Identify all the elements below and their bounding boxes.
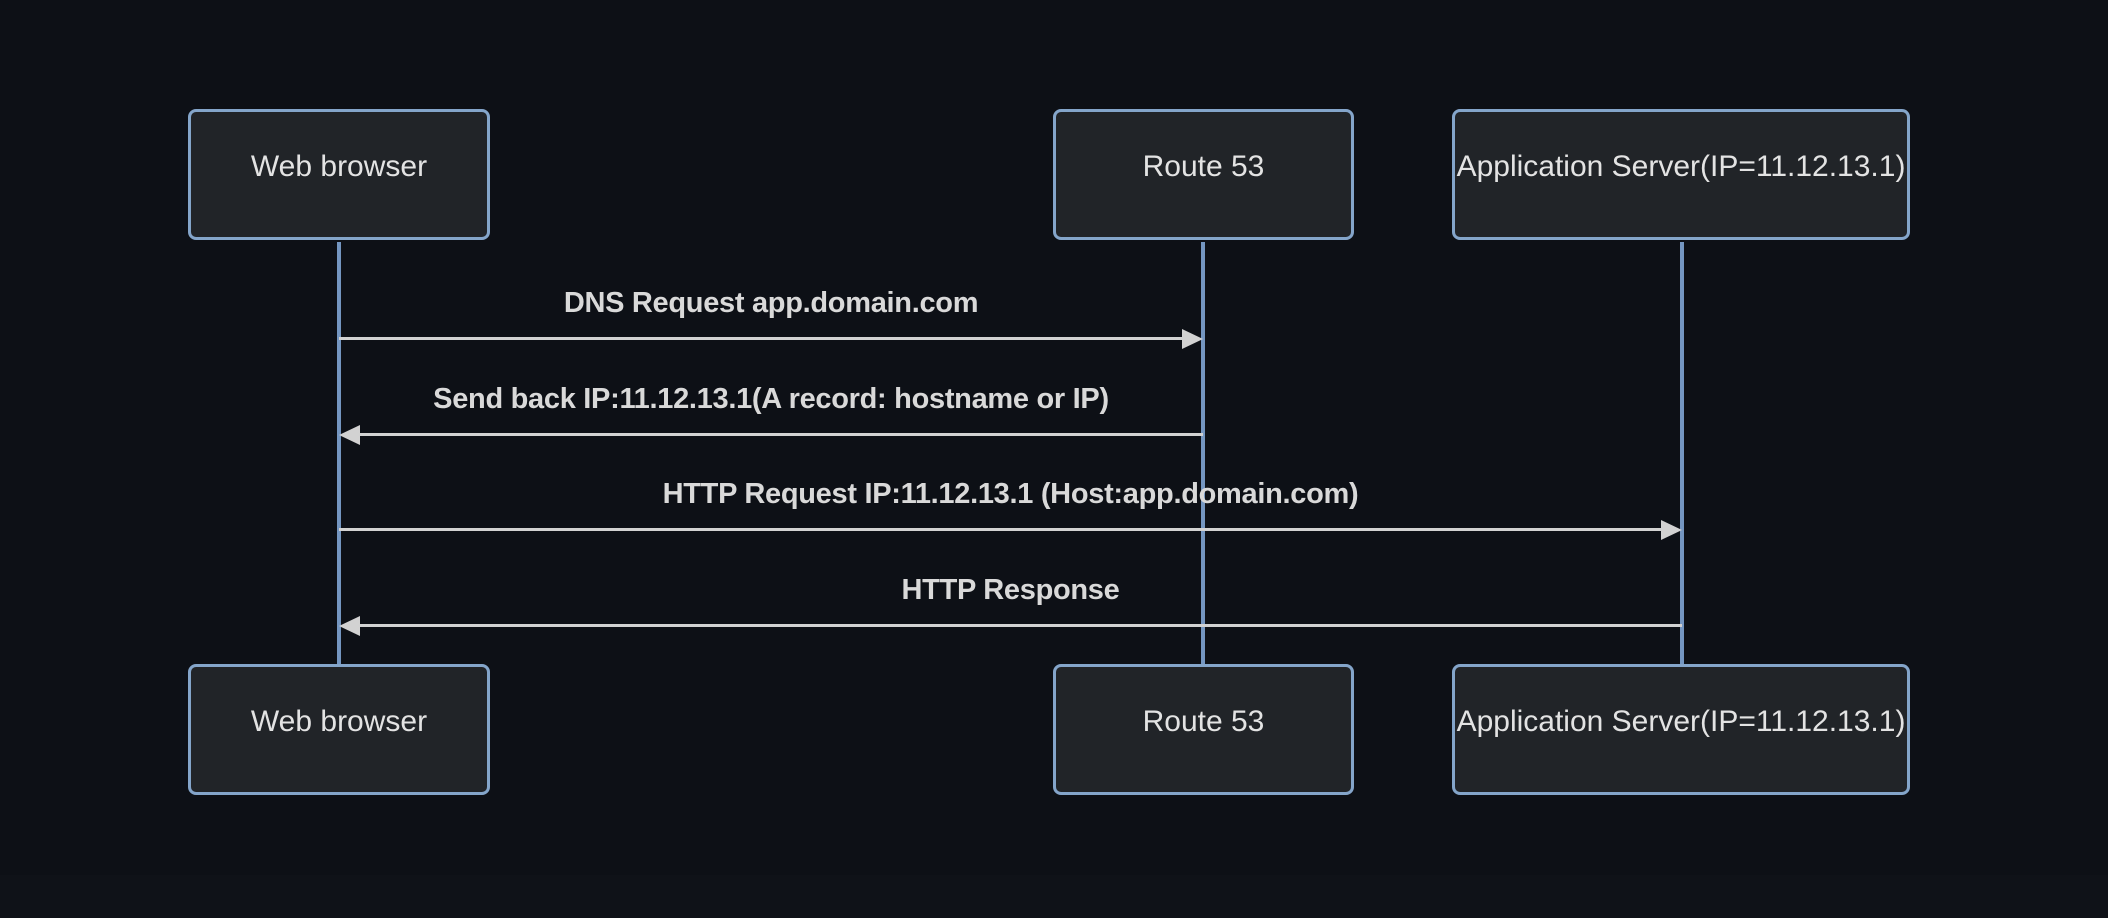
lifeline-route-53 [1201,242,1205,666]
actor-application-server-top: Application Server(IP=11.12.13.1) [1452,109,1910,240]
message-line-send-back-ip [359,433,1203,436]
arrowhead-right-icon [1661,520,1682,540]
message-line-dns-request [339,337,1185,340]
arrowhead-left-icon [339,616,360,636]
actor-label: Web browser [250,704,428,738]
lifeline-application-server [1680,242,1684,666]
actor-label: Route 53 [1142,149,1265,183]
actor-label: Web browser [250,149,428,183]
arrowhead-right-icon [1182,329,1203,349]
actor-web-browser-top: Web browser [188,109,490,240]
arrowhead-left-icon [339,425,360,445]
actor-label: Application Server(IP=11.12.13.1) [1456,149,1906,183]
actor-route-53-top: Route 53 [1053,109,1354,240]
message-label-http-response: HTTP Response [901,574,1120,606]
actor-application-server-bottom: Application Server(IP=11.12.13.1) [1452,664,1910,795]
message-line-http-response [359,624,1682,627]
actor-web-browser-bottom: Web browser [188,664,490,795]
message-label-send-back-ip: Send back IP:11.12.13.1(A record: hostna… [433,383,1109,415]
message-label-dns-request: DNS Request app.domain.com [563,287,979,319]
actor-label: Application Server(IP=11.12.13.1) [1456,704,1906,738]
message-line-http-request [339,528,1664,531]
actor-label: Route 53 [1142,704,1265,738]
message-label-http-request: HTTP Request IP:11.12.13.1 (Host:app.dom… [662,478,1359,510]
actor-route-53-bottom: Route 53 [1053,664,1354,795]
lifeline-web-browser [337,242,341,666]
